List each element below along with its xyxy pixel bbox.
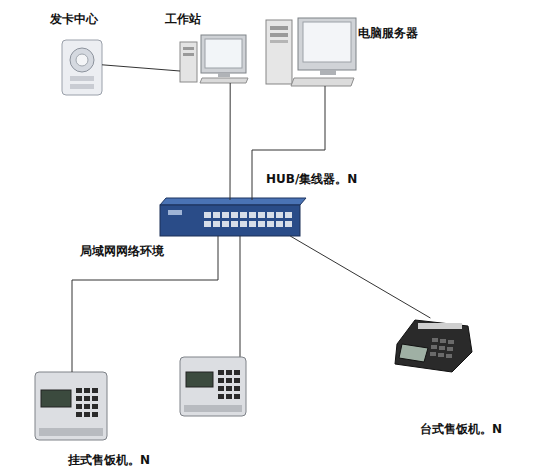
switch-drawing: [160, 198, 306, 236]
card-reader: 发卡中心: [62, 40, 102, 95]
server: 电脑服务器: [266, 18, 356, 86]
device-label: 工作站: [165, 12, 201, 26]
device-label: 台式售饭机。N: [420, 422, 502, 436]
device-label: 挂式售饭机。N: [68, 453, 150, 467]
network-cable: [290, 236, 430, 318]
workstation-drawing: [180, 35, 248, 83]
wall-terminal: 挂式售饭机。N: [35, 372, 107, 440]
server-drawing: [266, 18, 356, 86]
network-label: 局域网网络环境: [80, 244, 164, 258]
network-cable: [230, 83, 231, 200]
device-label: 电脑服务器: [358, 26, 418, 40]
wall-terminal-drawing: [35, 372, 107, 440]
device-label: 发卡中心: [50, 12, 98, 26]
device-label: HUB/集线器。N: [266, 172, 357, 186]
network-cable: [102, 65, 180, 71]
network-cable: [72, 236, 218, 372]
wall-terminal-drawing: [180, 236, 246, 416]
network-switch: HUB/集线器。N局域网网络环境: [160, 200, 300, 236]
desktop-terminal: 台式售饭机。N: [395, 318, 472, 372]
workstation: 工作站: [180, 35, 246, 83]
card-reader-drawing: [62, 40, 102, 95]
desktop-terminal-drawing: [395, 320, 472, 372]
